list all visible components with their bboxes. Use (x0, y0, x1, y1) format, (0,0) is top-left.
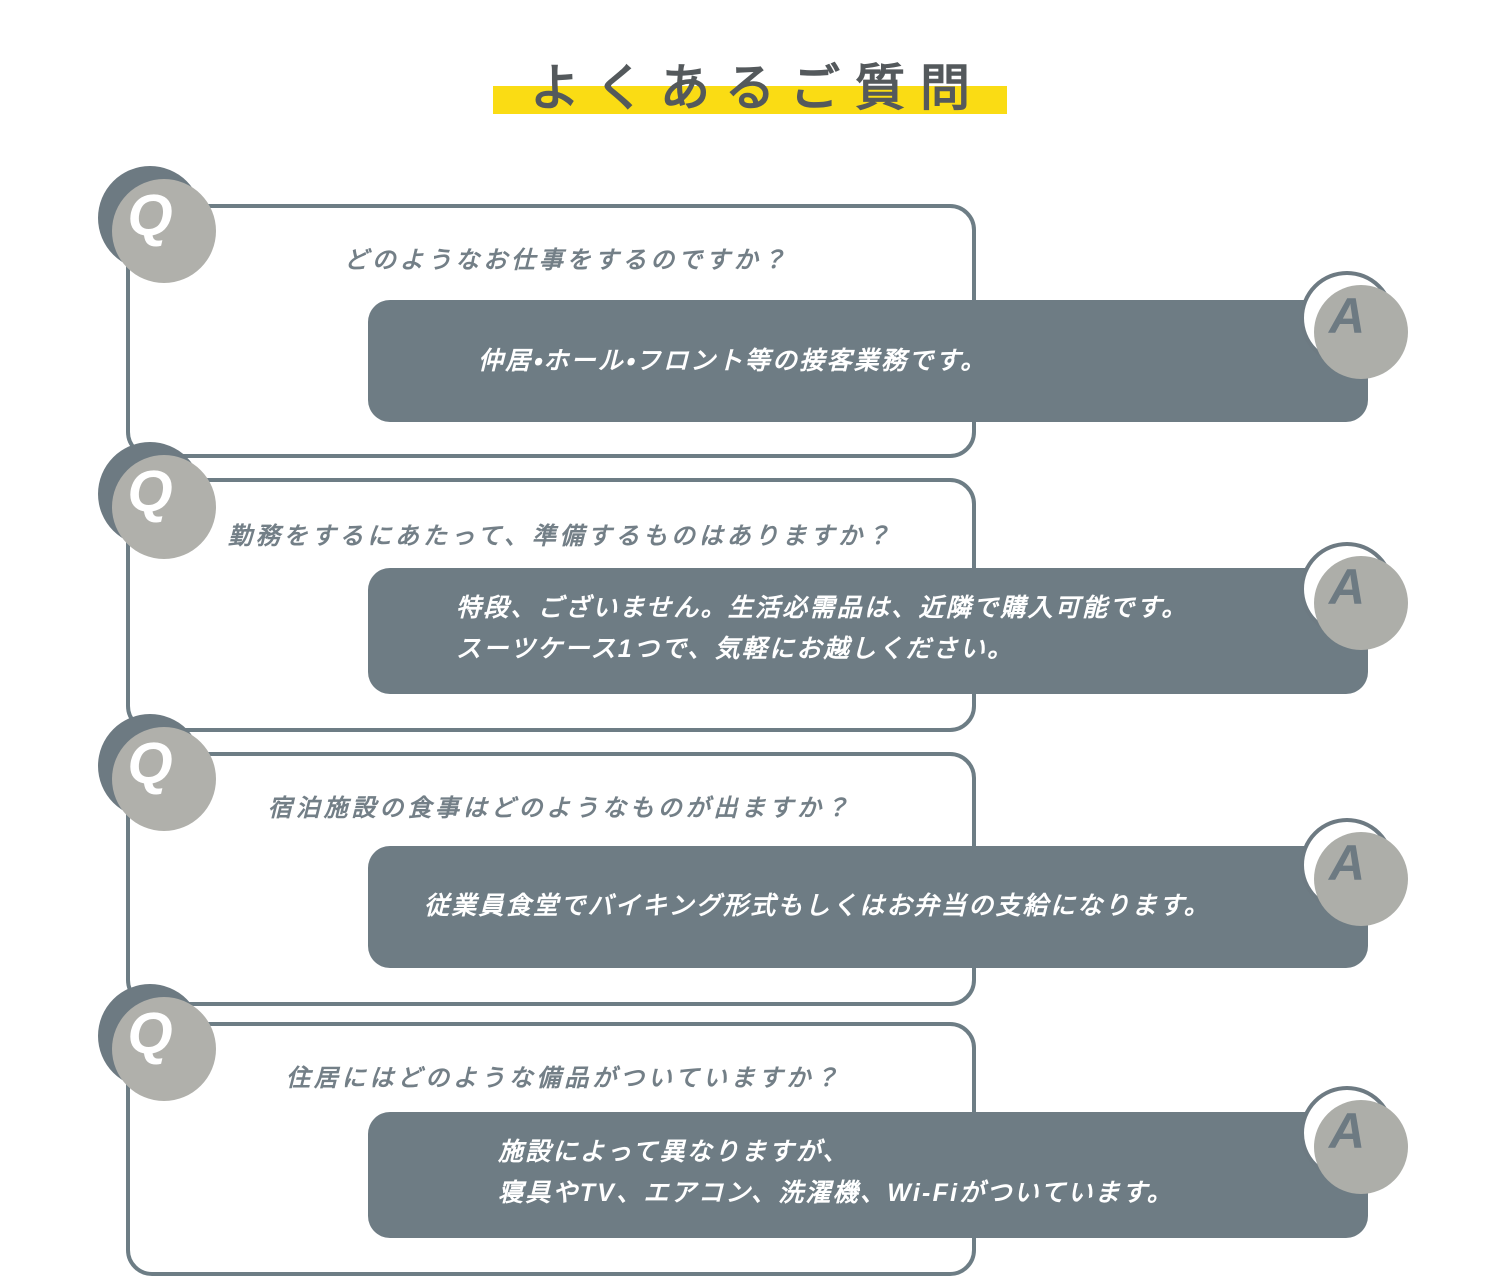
answer-text: 仲居・ホール・フロント等の接客業務です。 (478, 341, 988, 382)
answer-badge-letter: A (1328, 559, 1366, 615)
answer-box (368, 1112, 1368, 1238)
page-title-banner: よくあるご質問 (0, 38, 1500, 138)
answer-badge-letter: A (1328, 288, 1366, 344)
question-text: 勤務をするにあたって、準備するものはありますか？ (228, 523, 894, 550)
answer-line: 特段、ございません。生活必需品は、近隣で購入可能です。 (456, 594, 1189, 622)
answer-line: スーツケース1つで、気軽にお越しください。 (456, 634, 1015, 663)
question-text: どのようなお仕事をするのですか？ (344, 247, 790, 274)
answer-box (368, 846, 1368, 968)
question-badge: Q (98, 984, 216, 1101)
answer-badge-letter: A (1328, 835, 1366, 891)
faq-item: 住居にはどのような備品がついていますか？ Q 施設によって異なりますが、 寝具や… (0, 984, 1500, 1276)
question-badge-letter: Q (127, 1001, 173, 1066)
title-highlight-bar (493, 86, 1007, 114)
answer-box (368, 568, 1368, 694)
answer-text: 施設によって異なりますが、 寝具やTV、エアコン、洗濯機、Wi-Fiがついていま… (498, 1132, 1174, 1213)
answer-badge: A (1300, 818, 1408, 926)
answer-badge: A (1300, 271, 1408, 379)
question-badge: Q (98, 714, 216, 831)
question-badge: Q (98, 166, 216, 283)
page-title: よくあるご質問 (530, 60, 985, 116)
question-badge-letter: Q (127, 731, 173, 796)
question-text: 宿泊施設の食事はどのようなものが出ますか？ (268, 795, 853, 822)
answer-line: 施設によって異なりますが、 (498, 1138, 850, 1166)
faq-item: 勤務をするにあたって、準備するものはありますか？ Q 特段、ございません。生活必… (0, 442, 1500, 732)
question-badge: Q (98, 442, 216, 559)
answer-line: 仲居・ホール・フロント等の接客業務です。 (478, 347, 988, 375)
question-text: 住居にはどのような備品がついていますか？ (286, 1065, 843, 1092)
question-badge-letter: Q (127, 459, 173, 524)
faq-item: 宿泊施設の食事はどのようなものが出ますか？ Q 従業員食堂でバイキング形式もしく… (0, 714, 1500, 1006)
answer-text: 従業員食堂でバイキング形式もしくはお弁当の支給になります。 (424, 886, 1211, 927)
answer-badge: A (1300, 542, 1408, 650)
page-title-inner: よくあるご質問 (493, 58, 1007, 118)
answer-line: 寝具やTV、エアコン、洗濯機、Wi-Fiがついています。 (498, 1178, 1175, 1207)
answer-badge: A (1300, 1086, 1408, 1194)
answer-badge-letter: A (1328, 1103, 1366, 1159)
answer-line: 従業員食堂でバイキング形式もしくはお弁当の支給になります。 (424, 892, 1212, 920)
answer-box (368, 300, 1368, 422)
question-badge-letter: Q (127, 183, 173, 248)
answer-text: 特段、ございません。生活必需品は、近隣で購入可能です。 スーツケース1つで、気軽… (456, 588, 1189, 669)
faq-item: どのようなお仕事をするのですか？ Q 仲居・ホール・フロント等の接客業務です。 … (0, 166, 1500, 458)
